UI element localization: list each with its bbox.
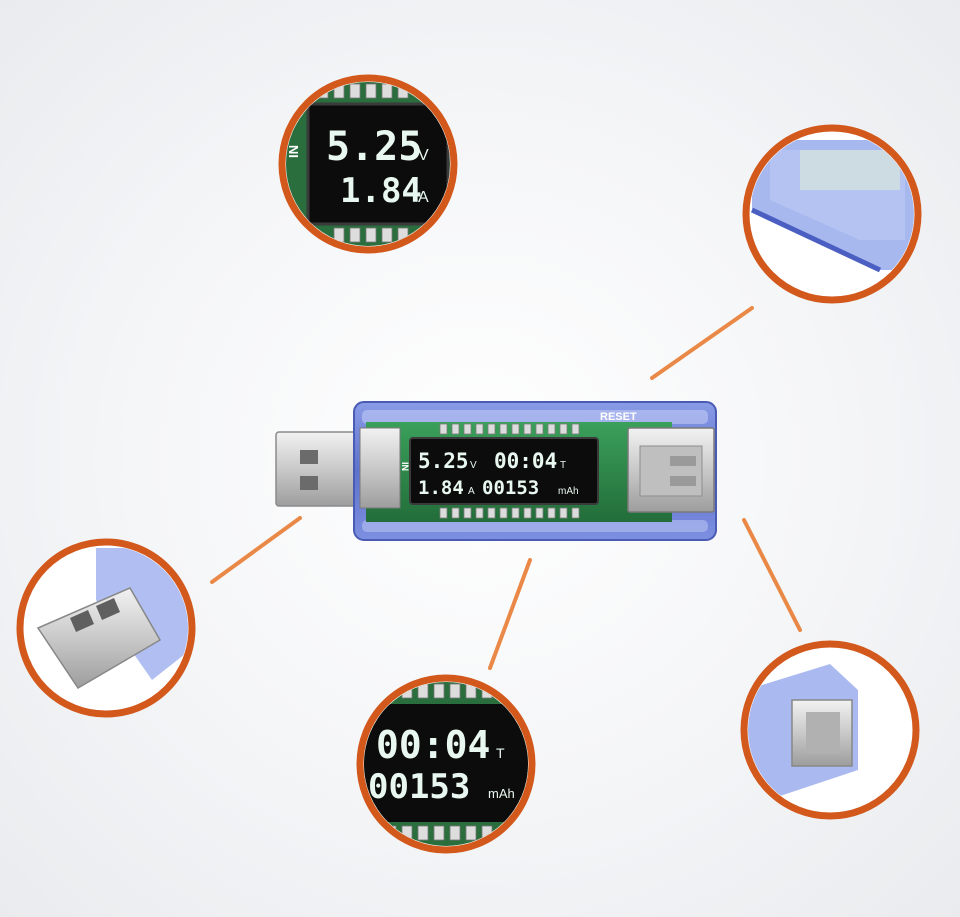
lcd-current-unit: A xyxy=(468,486,475,497)
lcd-time-unit: T xyxy=(560,460,566,471)
lcd-current: 1.84 xyxy=(418,477,464,499)
zoom-time-value: 00:04 xyxy=(376,723,490,767)
zoom-usb-plug xyxy=(16,538,196,718)
zoom-current-unit: A xyxy=(418,189,429,206)
lcd-time: 00:04 xyxy=(494,449,557,473)
zoom-side-label: IN xyxy=(286,145,301,158)
lcd-voltage-unit: V xyxy=(470,460,477,471)
zoom-voltage-current: IN 5.25 V 1.84 A xyxy=(278,74,458,254)
usb-plug-zoom-icon xyxy=(36,587,162,690)
lcd-capacity-unit: mAh xyxy=(558,486,579,497)
lcd-display xyxy=(409,437,599,505)
zoom-capacity-value: 00153 xyxy=(368,767,470,807)
zoom-time-unit: T xyxy=(496,745,505,761)
usb-tester-device: IN 5.25 V 00:04 T 1.84 A 00153 mAh RESET xyxy=(275,401,717,541)
zoom-time-capacity: 00:04 T 00153 mAh xyxy=(356,674,536,854)
zoom-case-corner xyxy=(742,124,922,304)
connector-lines xyxy=(210,306,802,670)
zoom-voltage-unit: V xyxy=(418,147,429,164)
zoom-capacity-unit: mAh xyxy=(488,786,515,801)
lcd-capacity: 00153 xyxy=(482,477,539,499)
reset-label: RESET xyxy=(600,411,637,423)
zoom-current-value: 1.84 xyxy=(340,171,422,211)
input-label: IN xyxy=(400,462,410,471)
zoom-voltage-value: 5.25 xyxy=(326,124,422,170)
usb-socket-zoom-icon xyxy=(791,699,853,767)
lcd-voltage: 5.25 xyxy=(418,449,469,473)
usb-a-socket-icon xyxy=(627,427,715,513)
zoom-usb-socket xyxy=(740,640,920,820)
